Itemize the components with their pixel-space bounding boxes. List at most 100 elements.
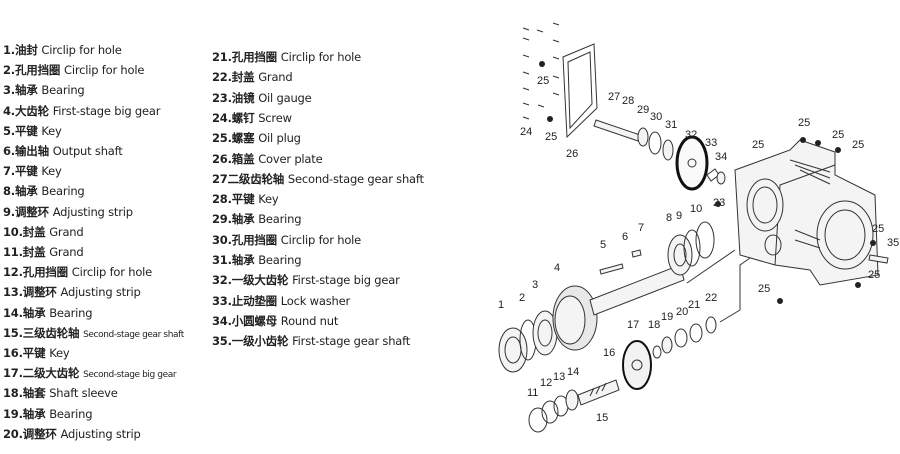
part-number: 8. [3, 184, 15, 199]
callout-number: 25 [537, 75, 549, 87]
part-number: 29. [212, 212, 232, 227]
parts-list-item: 6.输出轴 Output shaft [3, 144, 123, 158]
part-name-en: Grand [258, 70, 293, 85]
part-name-cn: 止动垫圈 [231, 293, 277, 308]
part-name-cn: 油封 [14, 43, 38, 57]
part-name-en: Second-stage big gear [83, 370, 177, 381]
part-name-en: Screw [258, 110, 292, 125]
part-number: 34. [212, 313, 232, 328]
part-name-cn: 平键 [231, 192, 255, 207]
parts-list-item: 18.轴套 Shaft sleeve [3, 386, 118, 400]
parts-list-item: 22.封盖 Grand [212, 70, 293, 85]
part-name-cn: 孔用挡圈 [14, 63, 61, 78]
part-number: 6. [3, 144, 15, 158]
part-number: 24. [212, 110, 232, 125]
cover-plate [562, 43, 598, 139]
callout-number: 1 [498, 299, 504, 311]
parts-list-item: 13.调整环 Adjusting strip [3, 285, 141, 299]
part-name-cn: 轴承 [14, 184, 38, 199]
callout-number: 14 [567, 366, 579, 378]
part-name-cn: 二级大齿轮 [22, 366, 80, 381]
callout-number: 4 [554, 262, 560, 274]
callout-number: 25 [872, 223, 884, 235]
part-number: 1. [3, 43, 15, 57]
part-name-cn: 调整环 [22, 426, 57, 441]
output-shaft-assembly [498, 221, 715, 373]
part-name-cn: 封盖 [231, 70, 255, 85]
part-number: 23. [212, 90, 232, 105]
callout-number: 21 [688, 299, 700, 311]
parts-list-item: 26.箱盖 Cover plate [212, 152, 323, 166]
part-number: 18. [3, 386, 23, 401]
parts-list-item: 35.一级小齿轮 First-stage gear shaft [212, 334, 410, 348]
parts-list-item: 23.油镜 Oil gauge [212, 91, 312, 105]
parts-list-item: 2.孔用挡圈 Circlip for hole [3, 63, 144, 77]
callout-number: 11 [527, 387, 538, 399]
parts-list-item: 1.油封 Circlip for hole [3, 43, 122, 57]
callout-number: 5 [600, 239, 606, 251]
callout-number: 3 [532, 279, 538, 291]
callout-number: 25 [752, 139, 764, 151]
part-name-en: Grand [49, 245, 84, 259]
callout-number: 7 [638, 222, 644, 234]
part-name-en: Round nut [280, 313, 339, 328]
parts-list-item: 11.封盖 Grand [3, 245, 84, 259]
part-name-cn: 油镜 [231, 90, 255, 105]
part-name-en: First-stage gear shaft [292, 334, 411, 349]
part-name-en: Bearing [258, 253, 302, 267]
parts-list-item: 19.轴承 Bearing [3, 406, 93, 421]
callout-number: 25 [545, 131, 557, 143]
part-name-en: Adjusting strip [52, 204, 133, 219]
parts-list-item: 21.孔用挡圈 Circlip for hole [212, 50, 361, 64]
callout-number: 23 [713, 197, 725, 209]
callout-number: 30 [650, 111, 662, 123]
part-number: 4. [3, 103, 15, 118]
part-name-en: Output shaft [52, 144, 123, 158]
part-number: 12. [3, 265, 23, 280]
part-name-en: Adjusting strip [60, 285, 141, 300]
parts-list-item: 5.平键 Key [3, 124, 62, 138]
callout-number: 9 [676, 210, 682, 222]
parts-list-item: 24.螺钉 Screw [212, 111, 292, 125]
part-name-cn: 平键 [14, 123, 38, 138]
callout-number: 20 [676, 306, 688, 318]
part-name-en: Circlip for hole [64, 63, 145, 78]
screws [522, 22, 560, 122]
part-number: 28. [212, 192, 232, 207]
part-number: 9. [3, 204, 15, 219]
callout-number: 26 [566, 148, 578, 160]
part-name-en: Bearing [258, 212, 302, 227]
part-name-cn: 封盖 [22, 245, 46, 259]
callout-number: 25 [758, 283, 770, 295]
callout-number: 15 [596, 412, 608, 424]
part-number: 13. [3, 285, 23, 300]
parts-list-item: 7.平键 Key [3, 164, 62, 178]
callout-number: 29 [637, 104, 649, 116]
parts-list-item: 15.三级齿轮轴 Second-stage gear shaft [3, 326, 184, 342]
part-name-cn: 螺钉 [231, 110, 255, 125]
part-number: 33. [212, 293, 232, 308]
part-name-en: Adjusting strip [60, 426, 141, 441]
part-name-cn: 调整环 [14, 204, 49, 219]
part-name-cn: 轴承 [231, 253, 255, 267]
part-name-cn: 孔用挡圈 [231, 50, 277, 64]
part-name-en: Oil plug [258, 131, 301, 146]
part-name-cn: 轴承 [22, 305, 46, 320]
callout-number: 18 [648, 319, 660, 331]
parts-list-item: 17.二级大齿轮 Second-stage big gear [3, 366, 177, 382]
part-name-cn: 调整环 [22, 285, 57, 300]
parts-list-item: 29.轴承 Bearing [212, 212, 302, 227]
part-name-cn: 封盖 [22, 224, 46, 239]
part-number: 21. [212, 50, 232, 64]
part-name-en: Circlip for hole [41, 43, 122, 57]
callout-number: 13 [553, 371, 565, 383]
part-number: 31. [212, 253, 232, 267]
parts-list-item: 27二级齿轮轴 Second-stage gear shaft [212, 172, 424, 186]
part-name-cn: 孔用挡圈 [22, 265, 68, 280]
part-number: 35. [212, 334, 232, 349]
part-name-cn: 一级大齿轮 [231, 273, 289, 288]
part-number: 14. [3, 305, 23, 320]
part-name-cn: 轴承 [22, 406, 46, 421]
callout-number: 27 [608, 91, 620, 103]
parts-list-item: 20.调整环 Adjusting strip [3, 427, 141, 441]
